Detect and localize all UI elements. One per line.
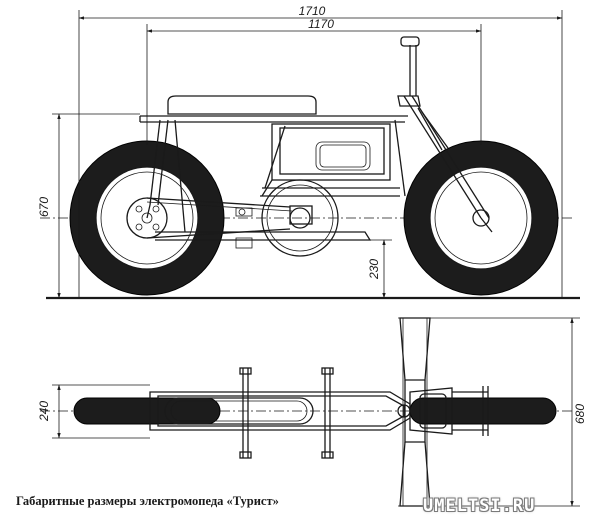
side-view: 1710 1170 670 230 xyxy=(37,4,580,300)
handlebar-plan xyxy=(398,317,580,507)
figure-caption: Габаритные размеры электромопеда «Турист… xyxy=(16,494,279,508)
dimension-230-label: 230 xyxy=(367,259,381,280)
front-fork-plan xyxy=(397,386,489,436)
handlebar-width-dimension: 680 xyxy=(570,317,587,507)
front-fork xyxy=(397,95,493,233)
wheelbase-dimension: 1170 xyxy=(146,17,482,145)
handlebar xyxy=(400,36,420,96)
dimension-680-label: 680 xyxy=(573,404,587,424)
dimension-670-label: 670 xyxy=(37,197,51,217)
foot-pegs xyxy=(239,367,334,459)
plan-width-dimension: 240 xyxy=(37,384,150,439)
dimension-1170-label: 1170 xyxy=(308,17,334,31)
seat xyxy=(167,95,317,115)
plan-view: 240 680 xyxy=(37,317,587,507)
rear-tire-plan xyxy=(73,397,221,425)
overall-length-dimension: 1710 xyxy=(78,4,563,298)
site-watermark: UMELTSI.RU xyxy=(423,496,536,516)
drive-chain xyxy=(146,197,291,239)
dimension-1710-label: 1710 xyxy=(299,4,326,18)
ground-clearance-dimension: 230 xyxy=(366,239,392,299)
height-dimension: 670 xyxy=(37,113,140,299)
frame xyxy=(139,115,408,241)
dimension-240-label: 240 xyxy=(37,401,51,422)
